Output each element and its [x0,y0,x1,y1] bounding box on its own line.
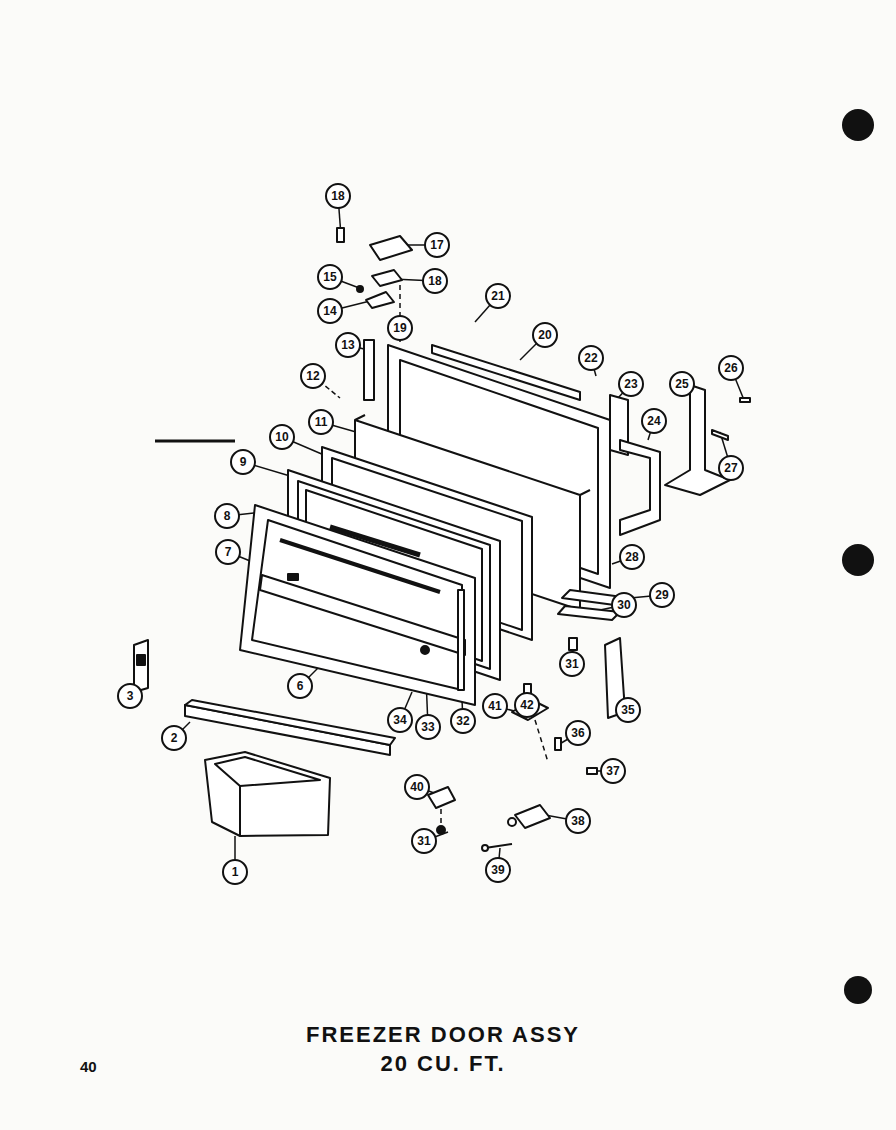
callout-circle: 26 [718,355,744,381]
callout-circle: 12 [300,363,326,389]
callout-circle: 25 [669,371,695,397]
callout-number: 31 [417,835,430,847]
callout-number: 33 [421,721,434,733]
callout-circle: 15 [317,264,343,290]
callout-number: 34 [393,714,406,726]
callout-number: 32 [456,715,469,727]
callout-circle: 36 [565,720,591,746]
callout-number: 2 [171,732,178,744]
callout-circle: 11 [308,409,334,435]
callout-circle: 31 [411,828,437,854]
callout-circle: 40 [404,774,430,800]
callout-number: 40 [410,781,423,793]
callout-circle: 31 [559,651,585,677]
callout-circle: 18 [422,268,448,294]
callout-number: 21 [491,290,504,302]
callout-circle: 3 [117,683,143,709]
callout-number: 31 [565,658,578,670]
callout-number: 23 [624,378,637,390]
callout-number: 18 [428,275,441,287]
callout-circle: 10 [269,424,295,450]
callout-number: 12 [306,370,319,382]
callout-circle: 38 [565,808,591,834]
callout-circle: 24 [641,408,667,434]
callout-number: 30 [617,599,630,611]
callout-circle: 35 [615,697,641,723]
callout-number: 7 [225,546,232,558]
callout-number: 15 [323,271,336,283]
callout-circle: 2 [161,725,187,751]
callout-circle: 6 [287,673,313,699]
callout-number: 8 [224,510,231,522]
callout-circle: 41 [482,693,508,719]
callout-number: 39 [491,864,504,876]
callout-circle: 37 [600,758,626,784]
callout-circle: 8 [214,503,240,529]
callout-number: 14 [323,305,336,317]
callout-circle: 29 [649,582,675,608]
page-number: 40 [80,1058,97,1075]
callout-number: 18 [331,190,344,202]
callout-number: 3 [127,690,134,702]
callout-circle: 20 [532,322,558,348]
callout-circle: 33 [415,714,441,740]
callout-number: 10 [275,431,288,443]
callout-number: 38 [571,815,584,827]
callout-number: 1 [232,866,239,878]
callout-circle: 39 [485,857,511,883]
callout-circle: 34 [387,707,413,733]
callout-number: 19 [393,322,406,334]
callout-number: 29 [655,589,668,601]
callout-number: 20 [538,329,551,341]
callout-circle: 32 [450,708,476,734]
callout-circle: 28 [619,544,645,570]
callout-number: 24 [647,415,660,427]
callout-number: 37 [606,765,619,777]
callout-number: 36 [571,727,584,739]
callout-circle: 22 [578,345,604,371]
callout-number: 27 [724,462,737,474]
callout-number: 25 [675,378,688,390]
callout-number: 17 [430,239,443,251]
callout-circle: 42 [514,692,540,718]
callout-circle: 17 [424,232,450,258]
callout-number: 9 [240,456,247,468]
callout-circle: 7 [215,539,241,565]
callout-number: 41 [488,700,501,712]
callout-number: 6 [297,680,304,692]
callout-circle: 23 [618,371,644,397]
diagram-title: FREEZER DOOR ASSY 20 CU. FT. [293,1020,593,1078]
callout-number: 28 [625,551,638,563]
callout-number: 13 [341,339,354,351]
callout-number: 26 [724,362,737,374]
callout-circle: 14 [317,298,343,324]
callout-circle: 1 [222,859,248,885]
callout-number: 35 [621,704,634,716]
callout-circle: 9 [230,449,256,475]
callout-circle: 13 [335,332,361,358]
callout-circle: 27 [718,455,744,481]
callout-number: 42 [520,699,533,711]
callout-number: 22 [584,352,597,364]
callout-circle: 21 [485,283,511,309]
callout-circle: 30 [611,592,637,618]
callout-circle: 19 [387,315,413,341]
callout-number: 11 [315,416,328,428]
callout-circle: 18 [325,183,351,209]
